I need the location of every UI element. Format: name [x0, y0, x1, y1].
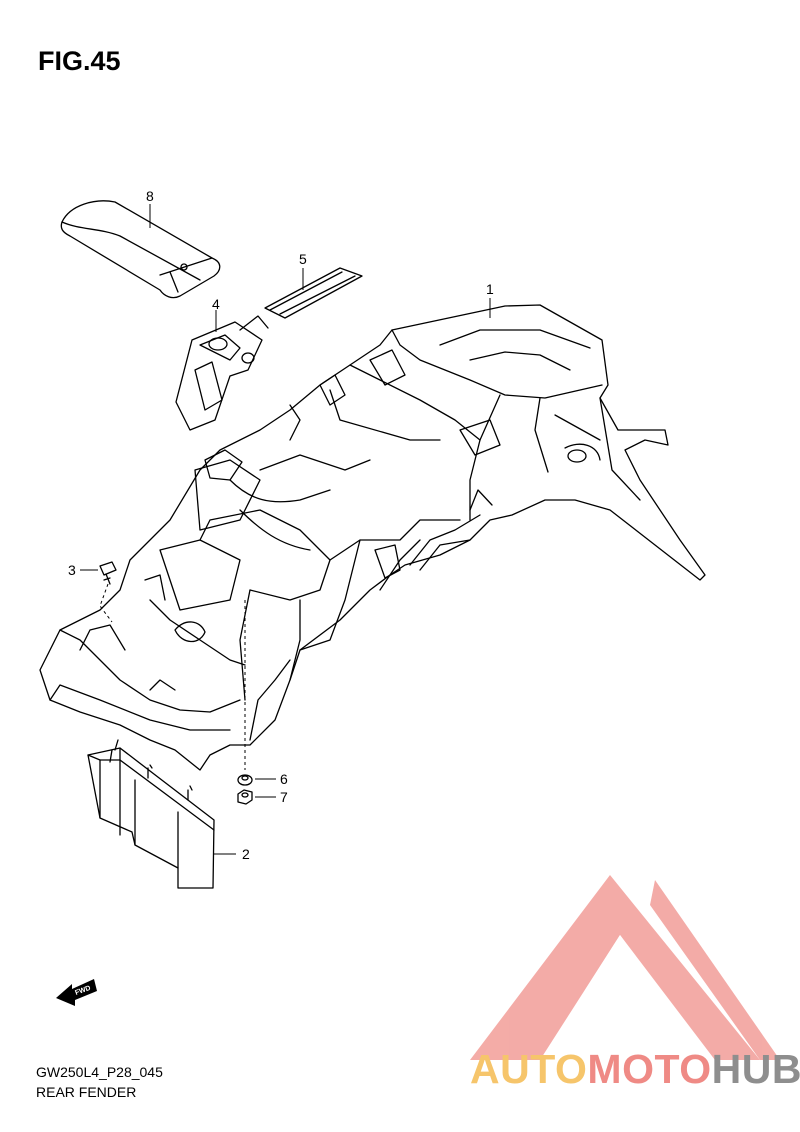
figure-code: GW250L4_P28_045 — [36, 1064, 163, 1080]
watermark-text-moto: MOTO — [587, 1046, 712, 1092]
callout-3: 3 — [68, 562, 76, 578]
watermark-text-auto: AUTO — [470, 1046, 588, 1092]
part-2-fender-plate — [87, 739, 215, 889]
forward-direction-arrow-icon: FWD — [56, 979, 97, 1006]
callout-4: 4 — [212, 296, 220, 312]
part-3-bolt — [99, 561, 117, 623]
part-1-rear-fender — [39, 304, 706, 771]
part-4-holder-bracket — [175, 315, 269, 431]
figure-name: REAR FENDER — [36, 1084, 137, 1100]
part-5-rubber-strap — [264, 267, 363, 319]
callout-1: 1 — [486, 281, 494, 297]
callout-8: 8 — [146, 188, 154, 204]
part-7-nut — [237, 789, 253, 805]
callout-5: 5 — [299, 251, 307, 267]
part-8-tool-pouch — [60, 200, 221, 299]
watermark-logo-icon — [470, 875, 780, 1060]
callout-6: 6 — [280, 771, 288, 787]
part-6-washer-nut — [237, 600, 253, 786]
callout-7: 7 — [280, 789, 288, 805]
watermark-text-hub: HUB — [711, 1046, 800, 1092]
watermark-brand-text: AUTOMOTOHUB — [470, 1046, 800, 1093]
callout-leader-lines — [80, 204, 491, 855]
callout-2: 2 — [242, 846, 250, 862]
figure-title: FIG.45 — [38, 46, 121, 76]
